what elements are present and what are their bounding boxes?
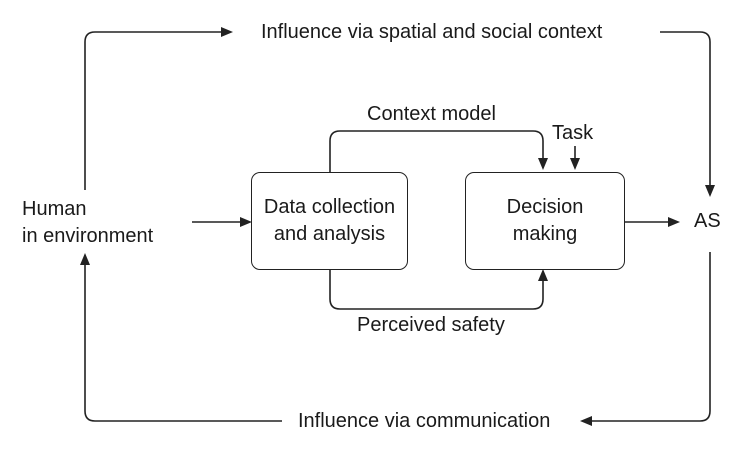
edge-communication-right — [592, 252, 711, 422]
node-decision-making-line2: making — [512, 223, 578, 245]
node-as: AS — [694, 210, 721, 232]
node-decision-making-line1: Decision — [506, 196, 584, 218]
label-spatial-social: Influence via spatial and social context — [261, 21, 603, 43]
label-task: Task — [552, 122, 594, 144]
edge-communication-left — [84, 265, 282, 422]
arrowhead-spatial-social-label — [221, 27, 233, 37]
arrowhead-perceived-safety — [538, 269, 548, 281]
label-communication: Influence via communication — [298, 410, 551, 432]
arrowhead-to-human — [80, 253, 90, 265]
node-data-collection: Data collection and analysis — [251, 172, 408, 270]
node-decision-making: Decision making — [465, 172, 625, 270]
node-human-line1: Human — [22, 198, 87, 220]
arrowhead-context-model — [538, 158, 548, 170]
node-human-line2: in environment — [22, 225, 154, 247]
label-perceived-safety: Perceived safety — [357, 314, 505, 336]
arrowhead-to-data-collection — [240, 217, 252, 227]
node-data-collection-line1: Data collection — [263, 196, 396, 218]
arrowhead-task — [570, 158, 580, 170]
edge-spatial-social-right — [660, 31, 711, 186]
arrowhead-communication-label — [580, 416, 592, 426]
label-context-model: Context model — [367, 103, 496, 125]
edge-spatial-social-left — [84, 31, 222, 190]
node-data-collection-line2: and analysis — [273, 223, 386, 245]
arrowhead-to-as-top — [705, 185, 715, 197]
arrowhead-to-as — [668, 217, 680, 227]
edge-context-model — [329, 130, 544, 172]
edge-perceived-safety — [329, 269, 544, 310]
